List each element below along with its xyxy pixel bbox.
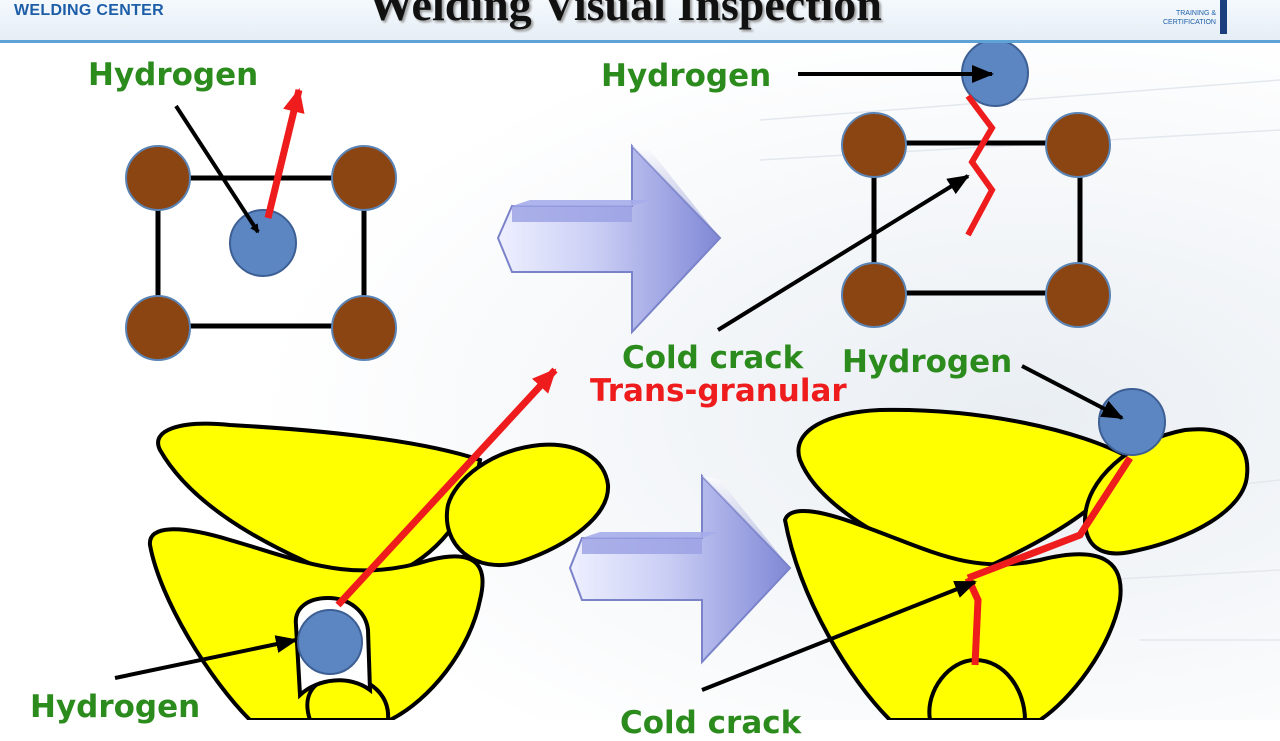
pointer-arrow-bl xyxy=(114,635,298,680)
hydrogen-atom-br xyxy=(1098,388,1166,456)
grains-after xyxy=(782,407,1250,720)
pointer-arrow-br-crack xyxy=(701,580,977,692)
pointer-arrow-cold-crack xyxy=(716,174,970,332)
brand-name: WELDING CENTER xyxy=(14,2,164,19)
pointer-arrow-tl xyxy=(174,104,260,234)
atom-tl-2 xyxy=(331,145,397,211)
grain-bl-2 xyxy=(444,442,611,568)
label-hydrogen-top-right: Hydrogen xyxy=(601,58,772,94)
hydrogen-atom-bl xyxy=(297,609,363,675)
diffusion-arrow-tl xyxy=(264,88,305,219)
transition-arrow-top xyxy=(496,143,722,335)
lattice-after xyxy=(716,39,1111,332)
atom-tl-1 xyxy=(125,145,191,211)
atom-tr-4 xyxy=(1045,262,1111,328)
atom-tr-1 xyxy=(841,112,907,178)
label-trans-granular: Trans-granular xyxy=(590,373,847,409)
crack-line-br-1 xyxy=(966,456,1133,582)
tagline-line-2: CERTIFICATION xyxy=(1162,19,1216,26)
transition-arrow-bottom xyxy=(568,473,792,665)
tagline-line-1: TRAINING & xyxy=(1175,10,1216,17)
hydrogen-atom-tl xyxy=(229,209,297,277)
header-bar: WELDING CENTER Welding Visual Inspection… xyxy=(0,0,1280,43)
label-cold-crack: Cold crack xyxy=(622,340,804,376)
label-hydrogen-mid-right: Hydrogen xyxy=(842,344,1013,380)
atom-tr-2 xyxy=(1045,112,1111,178)
label-hydrogen-bottom-left: Hydrogen xyxy=(30,689,201,725)
brand-tagline: TRAINING & CERTIFICATION xyxy=(1140,9,1216,27)
label-cold-crack-bottom: Cold crack xyxy=(620,705,802,741)
brand-accent-bar xyxy=(1220,0,1227,34)
atom-tl-4 xyxy=(331,295,397,361)
pointer-arrow-br xyxy=(1021,364,1124,420)
lattice-after-frame xyxy=(871,140,1083,296)
diagram-canvas xyxy=(0,39,1280,720)
lattice-before-frame xyxy=(155,175,367,329)
grains-before xyxy=(147,421,611,720)
diffusion-arrow-bl xyxy=(335,367,558,608)
crack-line-tr xyxy=(965,94,996,237)
grain-br-3 xyxy=(782,508,1123,720)
lattice-before xyxy=(125,88,397,361)
slide-title: Welding Visual Inspection xyxy=(368,0,882,30)
label-hydrogen-top-left: Hydrogen xyxy=(88,57,259,93)
atom-tl-3 xyxy=(125,295,191,361)
atom-tr-3 xyxy=(841,262,907,328)
